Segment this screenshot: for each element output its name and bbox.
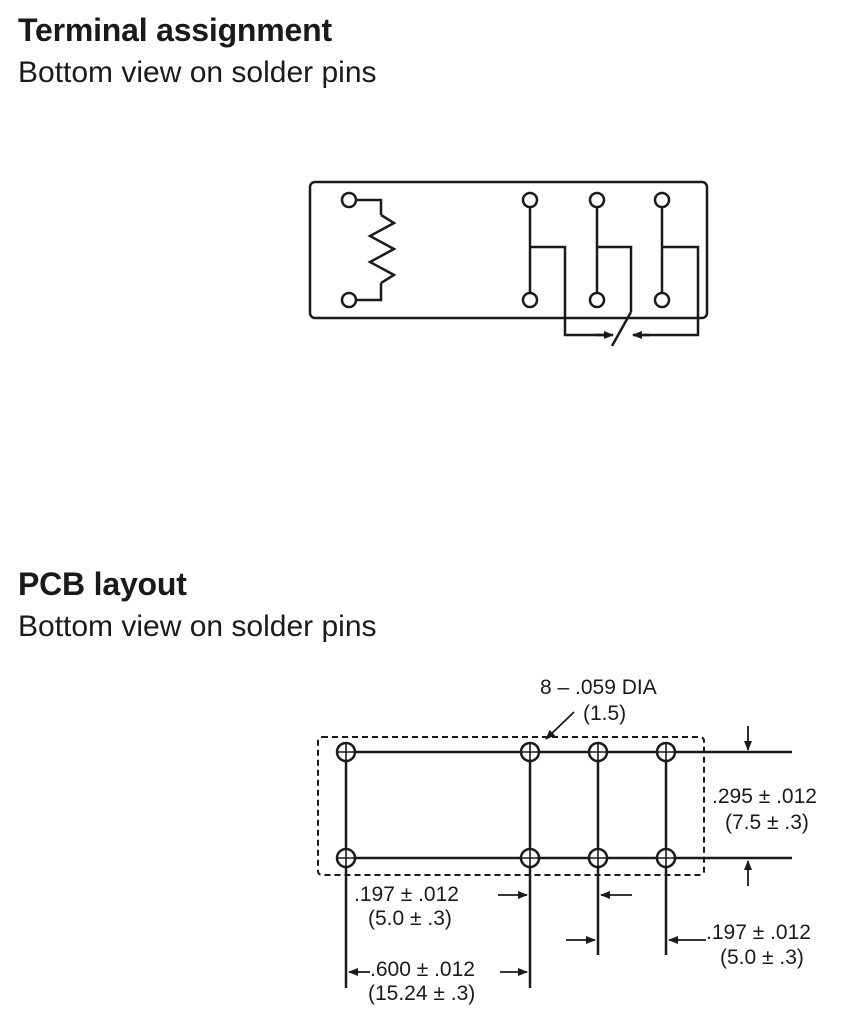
pcb-outline <box>317 736 705 876</box>
span-label-mm: (15.24 ± .3) <box>368 982 475 1005</box>
pcb-layout-subtitle: Bottom view on solder pins <box>18 610 377 643</box>
terminal-assignment-title: Terminal assignment <box>18 12 332 48</box>
pitch-left-label-mm: (5.0 ± .3) <box>368 907 452 930</box>
pitch-right-label-mm: (5.0 ± .3) <box>720 946 804 969</box>
contact-set-3 <box>634 191 700 337</box>
pcb-holes <box>335 741 677 869</box>
pitch-right-label: .197 ± .012 <box>706 921 811 944</box>
hole-callout-label-mm: (1.5) <box>583 702 626 725</box>
relay-outline <box>308 180 709 320</box>
pitch-left-label: .197 ± .012 <box>354 883 459 906</box>
hole-callout-leader <box>545 711 575 740</box>
row-spacing-label: .295 ± .012 <box>712 785 817 808</box>
coil-symbol <box>340 191 397 309</box>
pcb-layout-title: PCB layout <box>18 566 187 602</box>
hole-callout-label: 8 – .059 DIA <box>540 676 657 699</box>
terminal-assignment-subtitle: Bottom view on solder pins <box>18 56 377 89</box>
contact-set-2 <box>588 191 633 347</box>
span-label: .600 ± .012 <box>370 958 475 981</box>
row-spacing-label-mm: (7.5 ± .3) <box>725 811 809 834</box>
contact-set-1 <box>521 191 605 337</box>
